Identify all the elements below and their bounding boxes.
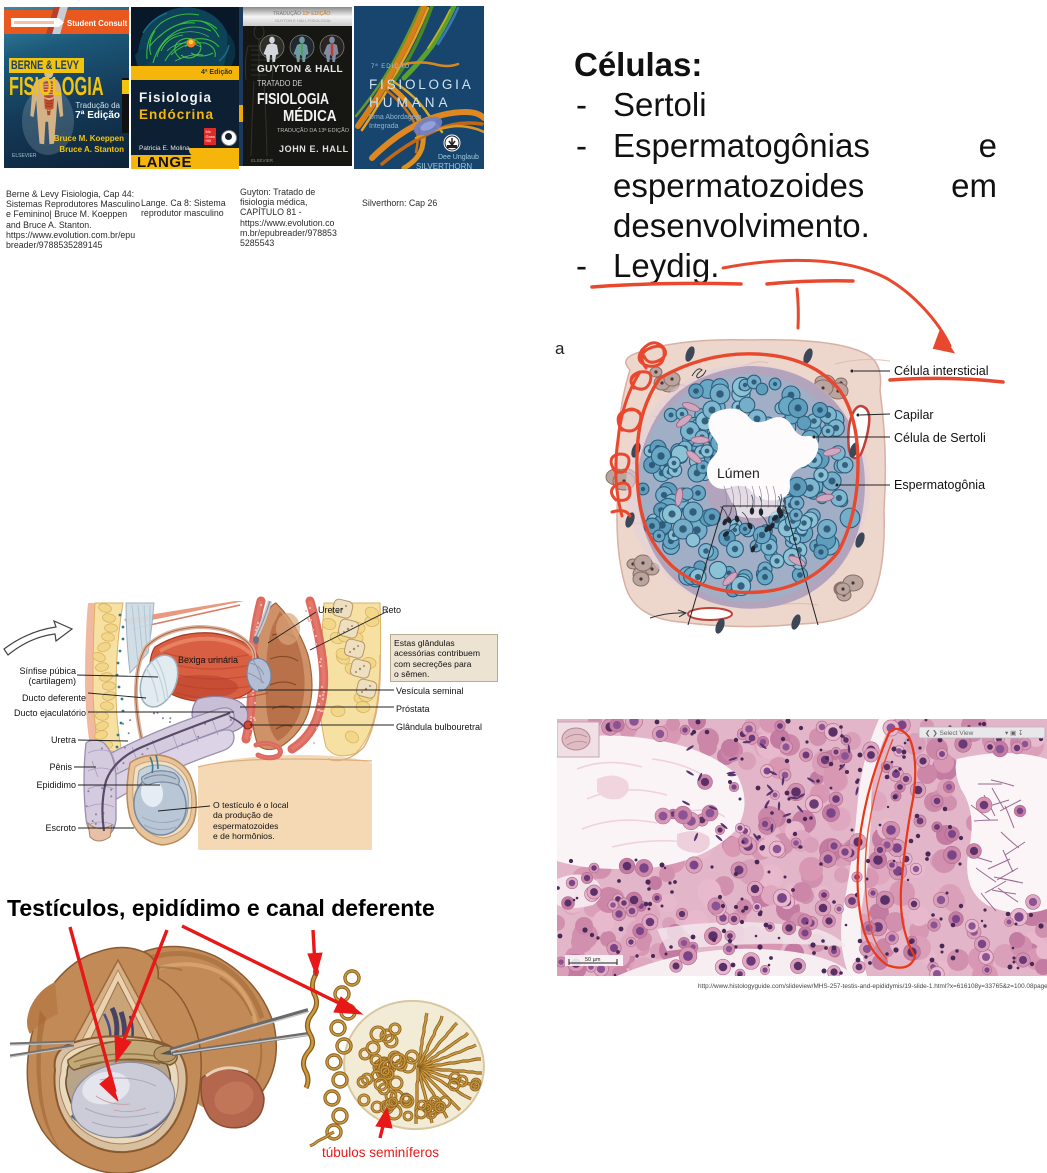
svg-text:SILVERTHORN: SILVERTHORN [416, 162, 472, 169]
svg-text:HUMANA: HUMANA [369, 95, 452, 110]
svg-text:TRATADO DE: TRATADO DE [257, 79, 302, 88]
svg-text:FISIOLOGIA: FISIOLOGIA [257, 91, 329, 109]
svg-text:Lúmen: Lúmen [717, 465, 760, 481]
svg-text:TRADUÇÃO DA 13ª EDIÇÃO: TRADUÇÃO DA 13ª EDIÇÃO [277, 127, 350, 134]
svg-text:JOHN E. HALL: JOHN E. HALL [279, 144, 349, 154]
svg-text:▾ ▣ ↧: ▾ ▣ ↧ [1005, 729, 1023, 737]
svg-text:Integrada: Integrada [369, 123, 399, 130]
svg-text:7ª EDIÇÃO: 7ª EDIÇÃO [371, 63, 410, 70]
svg-text:❮ ❯ Select View: ❮ ❯ Select View [925, 729, 974, 737]
svg-text:50 µm: 50 µm [585, 957, 601, 963]
svg-text:FISIOLOGIA: FISIOLOGIA [369, 77, 474, 92]
svg-text:GUYTON & HALL: GUYTON & HALL [257, 64, 343, 75]
svg-text:Dee Unglaub: Dee Unglaub [438, 154, 479, 161]
svg-text:ELSEVIER: ELSEVIER [251, 158, 274, 163]
svg-text:Uma Abordagem: Uma Abordagem [369, 114, 422, 121]
svg-text:MÉDICA: MÉDICA [283, 107, 337, 125]
